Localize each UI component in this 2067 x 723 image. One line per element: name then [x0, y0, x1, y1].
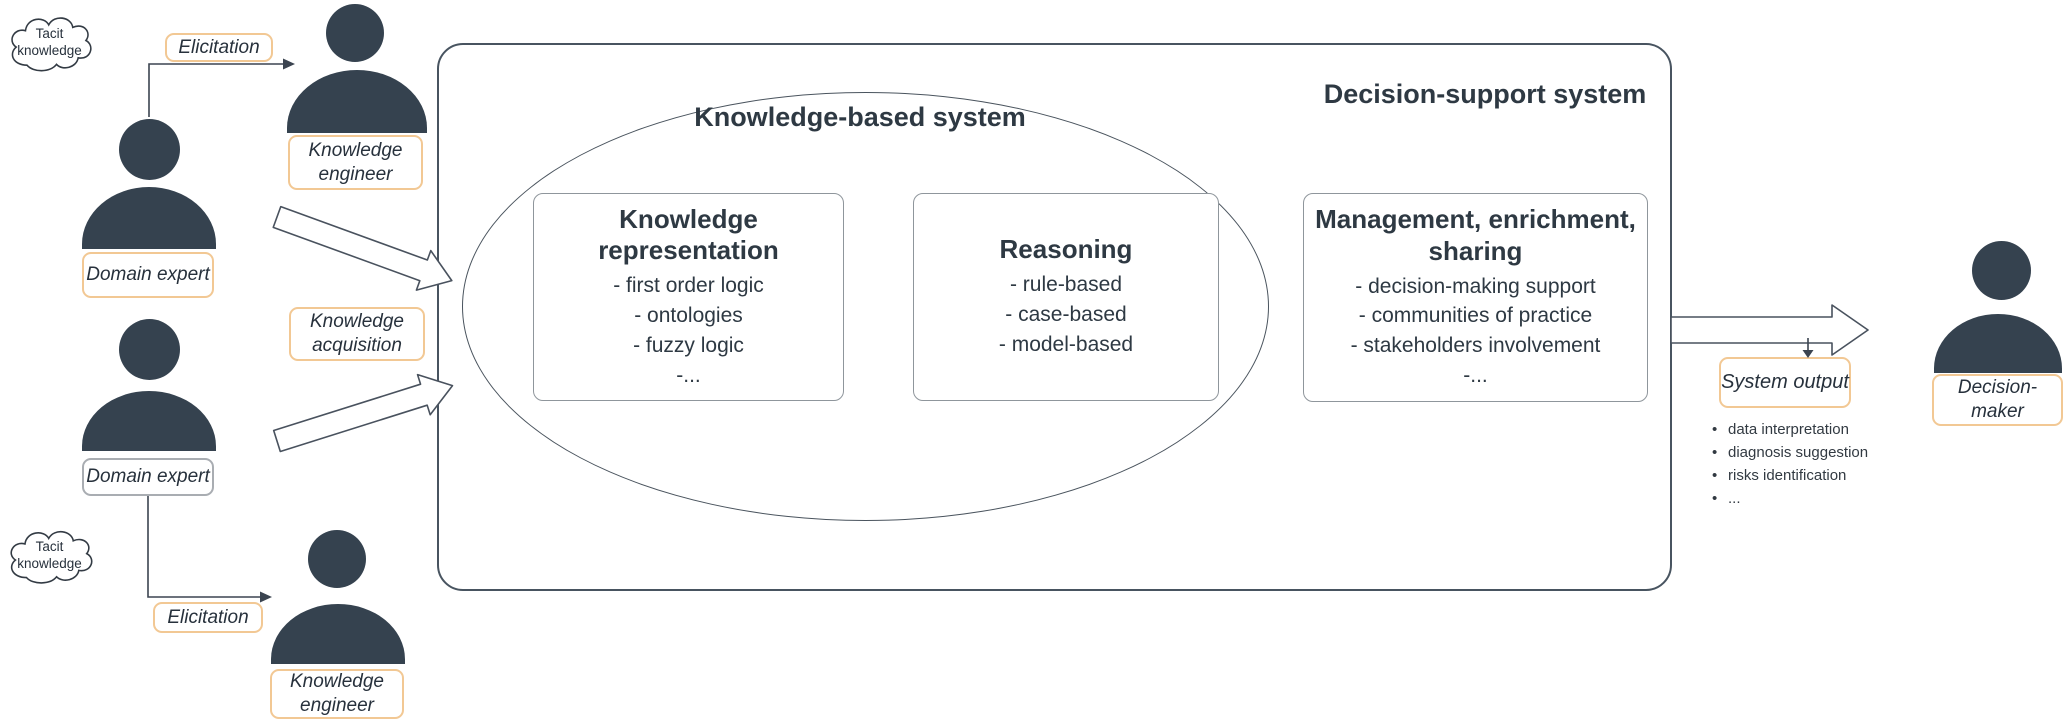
knowledge-based-system-ellipse — [462, 92, 1269, 521]
elicitation-top-arrow-line — [148, 63, 283, 117]
management-item: - decision-making support — [1355, 274, 1596, 298]
cloud-text: Tacit knowledge — [17, 26, 82, 58]
knowledge-representation-box: Knowledge representation - first order l… — [533, 193, 844, 401]
cloud-icon — [10, 531, 93, 584]
person-icon — [119, 119, 180, 180]
tacit-knowledge-cloud-top: Tacit knowledge — [3, 6, 96, 80]
output-bullet-item: • data interpretation — [1712, 418, 1922, 441]
person-icon — [271, 604, 405, 664]
management-item: - stakeholders involvement — [1350, 334, 1601, 358]
bullet-icon: • — [1712, 490, 1718, 507]
knowledge-based-system-title: Knowledge-based system — [694, 102, 1026, 132]
kr-item: - fuzzy logic — [633, 333, 744, 357]
elicitation-bottom-arrow-line — [147, 496, 260, 598]
arrowhead-icon — [260, 591, 272, 603]
knowledge-representation-title: Knowledge representation — [598, 203, 779, 266]
person-icon — [119, 319, 180, 380]
person-icon — [308, 530, 366, 588]
person-icon — [287, 70, 427, 133]
knowledge-acquisition-arrow-lower-icon — [272, 373, 454, 453]
decision-support-system-title: Decision-support system — [1323, 79, 1647, 109]
bullet-icon: • — [1712, 467, 1718, 484]
arrowhead-icon — [283, 58, 295, 70]
person-icon — [1934, 314, 2062, 373]
management-title: Management, enrichment, sharing — [1315, 204, 1636, 266]
knowledge-engineer-bottom-label: Knowledge engineer — [270, 669, 404, 719]
elicitation-top-label: Elicitation — [165, 33, 273, 62]
kr-item: -... — [676, 363, 701, 387]
management-item: - communities of practice — [1358, 304, 1593, 328]
system-output-label: System output — [1719, 357, 1851, 408]
cloud-text: Tacit knowledge — [17, 539, 82, 571]
system-output-bullet-list: • data interpretation • diagnosis sugges… — [1712, 418, 1922, 510]
person-icon — [326, 4, 384, 62]
tacit-knowledge-cloud-bottom: Tacit knowledge — [2, 520, 97, 592]
cloud-icon — [11, 17, 92, 72]
bullet-icon: • — [1712, 444, 1718, 461]
person-icon — [82, 187, 216, 249]
person-icon — [1972, 241, 2031, 300]
elicitation-bottom-label: Elicitation — [153, 602, 263, 633]
kr-item: - first order logic — [613, 274, 764, 298]
person-icon — [82, 391, 216, 451]
knowledge-engineer-top-label: Knowledge engineer — [288, 135, 423, 190]
reasoning-box: Reasoning - rule-based - case-based - mo… — [913, 193, 1219, 401]
reasoning-item: - rule-based — [1009, 273, 1123, 297]
output-bullet-item: • diagnosis suggestion — [1712, 441, 1922, 464]
output-bullet-item: • ... — [1712, 487, 1922, 510]
management-item: -... — [1463, 364, 1488, 388]
bullet-icon: • — [1712, 421, 1718, 438]
domain-expert-1-label: Domain expert — [82, 252, 214, 298]
reasoning-item: - case-based — [1005, 302, 1127, 326]
domain-expert-2-label: Domain expert — [82, 458, 214, 496]
knowledge-acquisition-arrow-upper-icon — [272, 205, 453, 291]
reasoning-item: - model-based — [998, 332, 1134, 356]
reasoning-title: Reasoning — [999, 234, 1133, 265]
kr-item: - ontologies — [634, 303, 743, 327]
management-enrichment-sharing-box: Management, enrichment, sharing - decisi… — [1303, 193, 1648, 402]
system-output-arrow-icon — [1670, 304, 1869, 356]
output-bullet-item: • risks identification — [1712, 464, 1922, 487]
knowledge-acquisition-label: Knowledge acquisition — [289, 307, 425, 361]
decision-maker-label: Decision-maker — [1932, 374, 2063, 426]
